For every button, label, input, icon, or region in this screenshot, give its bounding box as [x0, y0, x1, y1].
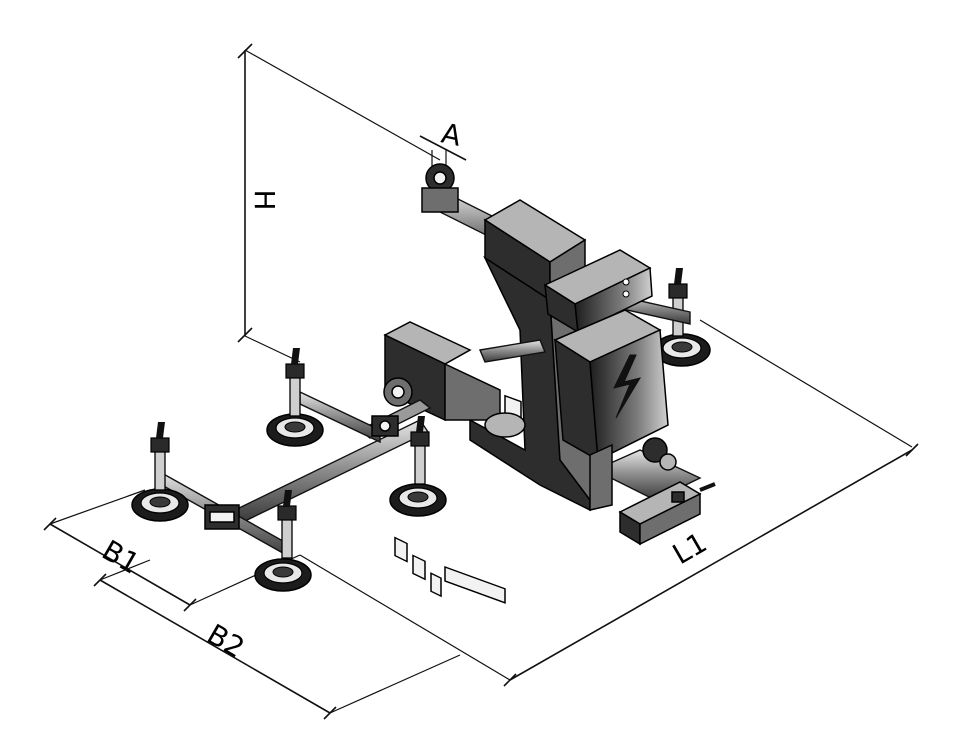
dimension-b1-label: B1 [97, 533, 146, 580]
control-unit [543, 249, 653, 334]
tube-clamp [371, 415, 399, 437]
electrical-cabinet [553, 309, 669, 462]
handle-control-box [593, 437, 716, 546]
dimension-b2-label: B2 [202, 617, 251, 664]
pump-assembly [383, 321, 526, 604]
boom-bracket [483, 199, 587, 425]
dimension-h: H [237, 43, 441, 363]
dimension-a-label: A [439, 117, 465, 153]
vacuum-cup-front-left [131, 421, 189, 522]
lightning-bolt-icon [613, 354, 642, 419]
dimension-h-label: H [248, 189, 281, 210]
dimension-b1: B1 [43, 489, 301, 612]
vacuum-cup-mid-left [266, 347, 324, 447]
frame-base [589, 443, 613, 511]
dimension-l1-label: L1 [667, 526, 712, 571]
